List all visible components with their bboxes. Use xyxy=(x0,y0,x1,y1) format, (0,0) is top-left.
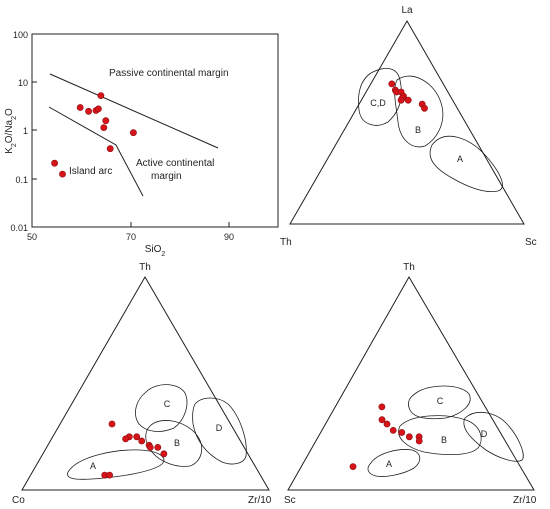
field-label: Active continental xyxy=(136,158,214,169)
field-label: C xyxy=(164,399,171,409)
data-point xyxy=(388,80,396,88)
data-point xyxy=(349,463,357,470)
field-label: margin xyxy=(151,171,182,182)
data-point xyxy=(51,159,58,167)
field-outline xyxy=(367,449,421,477)
data-point xyxy=(378,416,386,424)
data-point xyxy=(421,104,428,112)
field-outline xyxy=(135,384,188,432)
apex-label: Zr/10 xyxy=(248,495,272,506)
apex-label: Th xyxy=(139,262,151,273)
passive-margin-boundary xyxy=(49,73,219,149)
data-points xyxy=(388,80,428,112)
x-tick-label: 50 xyxy=(27,232,37,242)
data-point xyxy=(95,105,102,113)
data-points xyxy=(349,403,423,470)
data-point xyxy=(102,117,110,125)
data-point xyxy=(138,437,146,445)
field-outline xyxy=(358,68,402,126)
field-label: Passive continental margin xyxy=(109,68,229,79)
field-label: B xyxy=(441,435,447,445)
data-point xyxy=(85,107,92,115)
plot-frame xyxy=(31,33,279,228)
field-outline xyxy=(394,75,444,148)
field-outline xyxy=(398,415,482,456)
field-label: A xyxy=(386,459,392,469)
data-point xyxy=(76,104,84,111)
data-point xyxy=(405,433,413,441)
y-tick-label: 1 xyxy=(23,126,28,136)
field-label: B xyxy=(415,125,421,135)
data-point xyxy=(397,96,405,104)
data-point xyxy=(404,96,412,104)
panel-la-th-sc: La Th Sc C,D B A xyxy=(280,5,537,248)
x-tick-label: 90 xyxy=(224,232,234,242)
apex-label: Sc xyxy=(284,495,296,506)
data-point xyxy=(389,426,397,434)
apex-label: La xyxy=(401,5,413,16)
ternary-frame xyxy=(287,276,535,491)
field-outline xyxy=(408,385,471,420)
panel-k2o-na2o-vs-sio2: 100 10 1 0.1 0.01 50 70 90 SiO2 K2O/Na2O… xyxy=(4,30,279,258)
y-tick-label: 0.01 xyxy=(10,223,28,233)
data-point xyxy=(97,92,105,99)
field-label: C,D xyxy=(370,98,386,108)
data-point xyxy=(378,403,386,411)
field-outline xyxy=(192,397,247,465)
data-point xyxy=(160,450,168,458)
panel-th-sc-zr: Th Sc Zr/10 C B D A xyxy=(284,262,537,506)
apex-label: Sc xyxy=(525,237,537,248)
panel-th-co-zr: Th Co Zr/10 C B A D xyxy=(12,262,272,506)
data-point xyxy=(133,433,141,441)
data-point xyxy=(398,429,406,436)
data-point xyxy=(383,420,391,428)
field-label: D xyxy=(216,423,223,433)
ternary-frame xyxy=(289,19,525,225)
data-point xyxy=(122,435,129,443)
data-point xyxy=(59,170,66,178)
data-points xyxy=(101,420,168,479)
field-label: C xyxy=(437,396,444,406)
apex-label: Th xyxy=(280,237,292,248)
y-tick-label: 0.1 xyxy=(15,175,28,185)
data-point xyxy=(415,437,423,445)
data-points xyxy=(51,92,137,178)
x-tick-label: 70 xyxy=(126,232,136,242)
apex-label: Th xyxy=(403,262,415,273)
apex-label: Zr/10 xyxy=(513,495,537,506)
data-point xyxy=(146,443,154,451)
data-point xyxy=(108,420,116,428)
active-margin-boundary xyxy=(48,106,144,197)
x-axis-label: SiO2 xyxy=(145,244,166,258)
field-label: Island arc xyxy=(69,166,112,177)
field-label: A xyxy=(90,461,96,471)
field-label: A xyxy=(457,154,463,164)
data-point xyxy=(100,124,108,131)
data-point xyxy=(129,129,137,137)
y-tick-label: 10 xyxy=(18,78,28,88)
field-outline xyxy=(463,411,524,462)
y-tick-label: 100 xyxy=(13,30,28,40)
field-outline xyxy=(429,135,503,193)
data-point xyxy=(154,443,162,451)
field-outline xyxy=(67,449,165,480)
y-axis-label: K2O/Na2O xyxy=(4,108,18,154)
apex-label: Co xyxy=(12,495,25,506)
data-point xyxy=(106,471,113,479)
field-label: B xyxy=(174,438,180,448)
ternary-frame xyxy=(21,276,270,491)
data-point xyxy=(106,145,114,153)
field-label: D xyxy=(481,429,488,439)
